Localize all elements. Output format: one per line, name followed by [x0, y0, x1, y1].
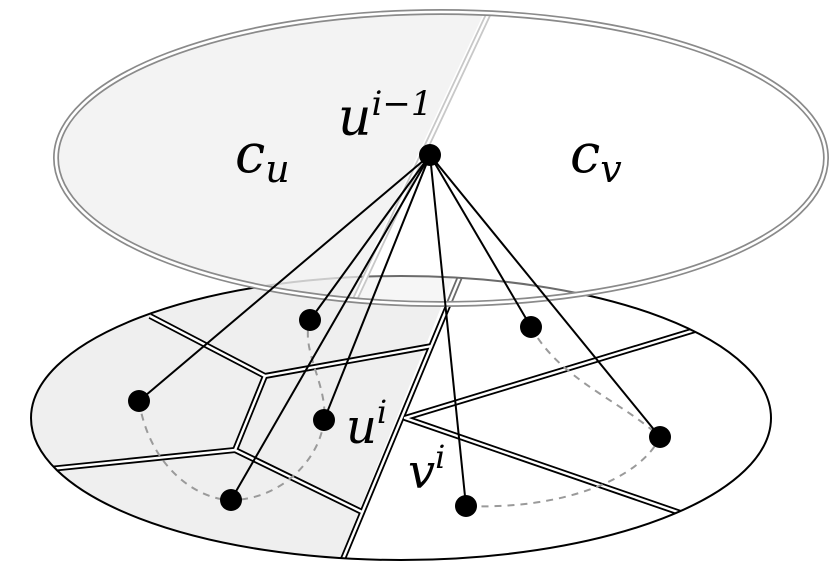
edge [429, 154, 467, 507]
edge [309, 154, 431, 321]
edge [138, 154, 431, 402]
top-ellipse [53, 9, 829, 307]
bottom-cell-borders [39, 276, 696, 560]
node [299, 309, 321, 331]
node [455, 495, 477, 517]
edges [138, 154, 661, 507]
node-u-prev [419, 144, 441, 166]
label-u-i: ui [346, 393, 387, 455]
label-u-prev: ui−1 [338, 84, 433, 148]
nodes [128, 144, 671, 517]
label-v-i: vi [408, 438, 445, 500]
node [128, 390, 150, 412]
bottom-shaded-region [31, 276, 460, 560]
dashed-path-left [138, 319, 326, 502]
label-c-v: cv [570, 122, 622, 191]
node [313, 409, 335, 431]
edge [429, 154, 661, 438]
label-c-u: cu [235, 122, 290, 191]
labels: cu cv ui−1 ui vi [235, 84, 622, 500]
node [520, 316, 542, 338]
top-shaded-region [56, 12, 490, 304]
node [220, 489, 242, 511]
edge [230, 154, 431, 501]
edge [429, 154, 532, 328]
edge [323, 154, 431, 421]
node [649, 426, 671, 448]
